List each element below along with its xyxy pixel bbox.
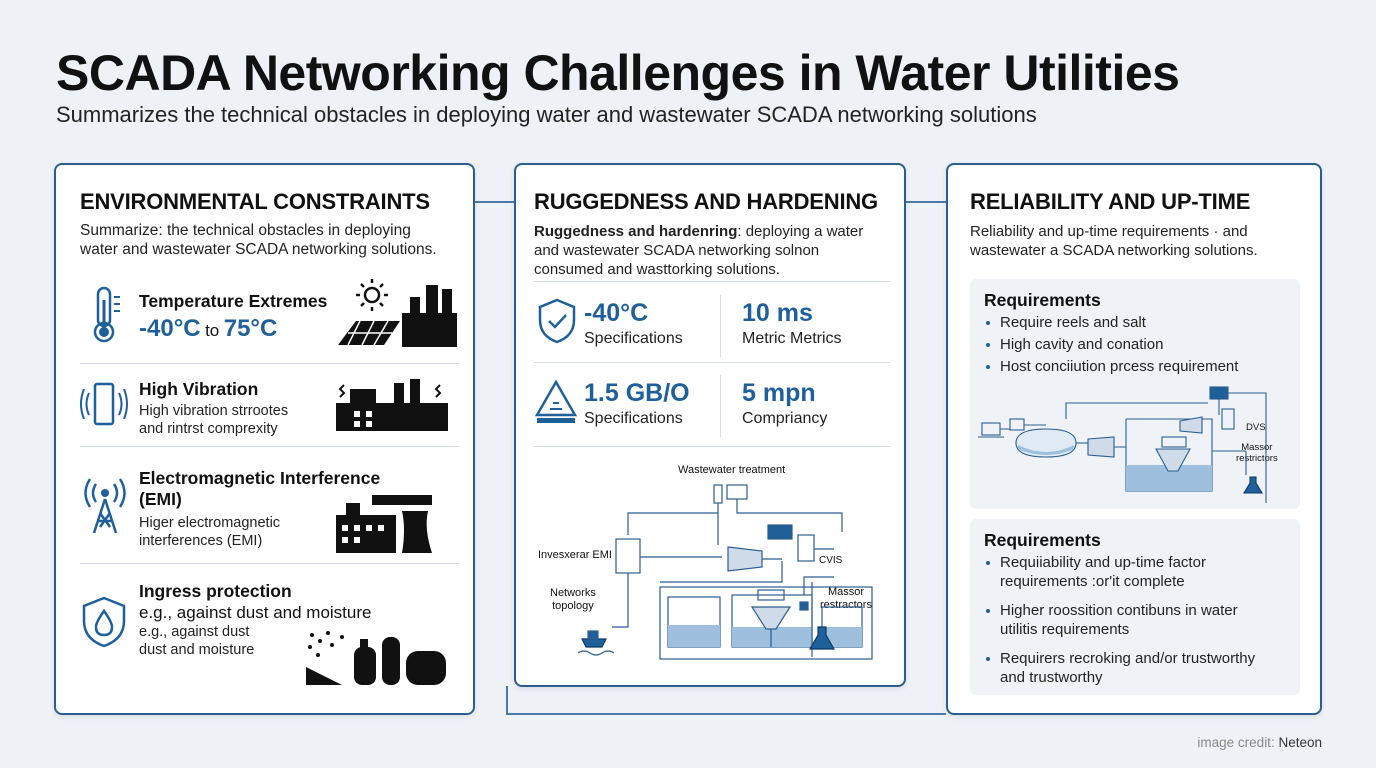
requirements-panel-2: Requirements Requiiability and up-time f… [970, 519, 1300, 695]
list-item: Host conciiution prcess requirement [986, 357, 1238, 376]
temperature-title: Temperature Extremes [139, 291, 328, 311]
treatment-process-diagram [978, 386, 1267, 503]
metric-value: -40°C [584, 299, 649, 327]
shield-check-icon [538, 298, 576, 344]
antenna-tower-icon [84, 478, 126, 534]
panel-title: Requirements [984, 530, 1101, 550]
panel-title: Requirements [984, 290, 1101, 310]
metric-label: Specifications [584, 330, 683, 347]
card-environmental-constraints: ENVIRONMENTAL CONSTRAINTS Summarize: the… [54, 163, 475, 715]
requirements-panel-1: Requirements Require reels and salt High… [970, 279, 1300, 509]
divider [80, 363, 459, 364]
divider [80, 446, 459, 447]
card-reliability-uptime: RELIABILITY AND UP-TIME Reliability and … [946, 163, 1322, 715]
divider [534, 446, 890, 447]
metric-label: Compriancy [742, 410, 828, 427]
divider [534, 362, 890, 363]
emi-label: Invesxerar EMI [538, 549, 612, 561]
water-drop-shield-icon [82, 596, 126, 648]
wastewater-network-diagram [577, 484, 873, 660]
vibration-title: High Vibration [139, 379, 259, 399]
page-title: SCADA Networking Challenges in Water Uti… [56, 45, 1180, 101]
dvs-label: DVS [1246, 422, 1266, 433]
card-description: Summarize: the technical obstacles in de… [80, 222, 437, 258]
metric-label: Specifications [584, 410, 683, 427]
ingress-big-text: e.g., against dust and moisture [139, 603, 372, 622]
requirements-list: Require reels and salt High cavity and c… [986, 313, 1238, 376]
card-title: RUGGEDNESS AND HARDENING [534, 189, 878, 214]
warning-triangle-icon [534, 379, 578, 423]
list-item: Require reels and salt [986, 313, 1238, 332]
page-subtitle: Summarizes the technical obstacles in de… [56, 102, 1037, 127]
divider [534, 281, 890, 282]
temperature-range: -40°C to 75°C [139, 315, 278, 342]
networks-topology-label: Networks topology [550, 587, 596, 612]
ingress-title: Ingress protection [139, 581, 292, 601]
sun-solar-factory-icon [338, 279, 457, 347]
ingress-text: e.g., against dust dust and moisture [139, 624, 255, 658]
connector-top-2 [905, 201, 947, 203]
connector-bottom-h [506, 713, 946, 715]
massor-label: Massor restrictors [1236, 442, 1278, 464]
divider [720, 375, 721, 437]
wastewater-treatment-label: Wastewater treatment [678, 464, 786, 476]
vibration-icon [80, 382, 128, 426]
metric-value: 5 mpn [742, 379, 816, 407]
card-ruggedness-hardening: RUGGEDNESS AND HARDENING Ruggedness and … [514, 163, 906, 687]
massor-label: Massor restractors [820, 586, 872, 611]
power-plant-icon [336, 495, 432, 553]
emi-title: Electromagnetic Interference (EMI) [139, 468, 381, 509]
card-title: RELIABILITY AND UP-TIME [970, 189, 1251, 214]
connector-bottom-v [506, 686, 508, 714]
divider [80, 563, 459, 564]
card-description: Reliability and up-time requirements · a… [970, 223, 1258, 259]
connector-top [474, 201, 516, 203]
cvis-label: CVIS [819, 555, 843, 566]
image-credit: image credit: Neteon [1197, 735, 1322, 750]
divider [720, 295, 721, 357]
card-description: Ruggedness and hardenring: deploying a w… [534, 223, 864, 278]
list-item: High cavity and conation [986, 335, 1238, 354]
thermometer-icon [93, 286, 120, 343]
vibration-text: High vibration strrootes and rintrst com… [139, 403, 289, 437]
industrial-plant-icon [336, 379, 448, 431]
dust-tanks-icon [306, 631, 446, 685]
card-title: ENVIRONMENTAL CONSTRAINTS [80, 189, 430, 214]
metric-value: 10 ms [742, 299, 813, 327]
metric-value: 1.5 GB/O [584, 379, 690, 407]
emi-text: Higer electromagnetic interferences (EMI… [139, 515, 281, 549]
metric-label: Metric Metrics [742, 330, 842, 347]
